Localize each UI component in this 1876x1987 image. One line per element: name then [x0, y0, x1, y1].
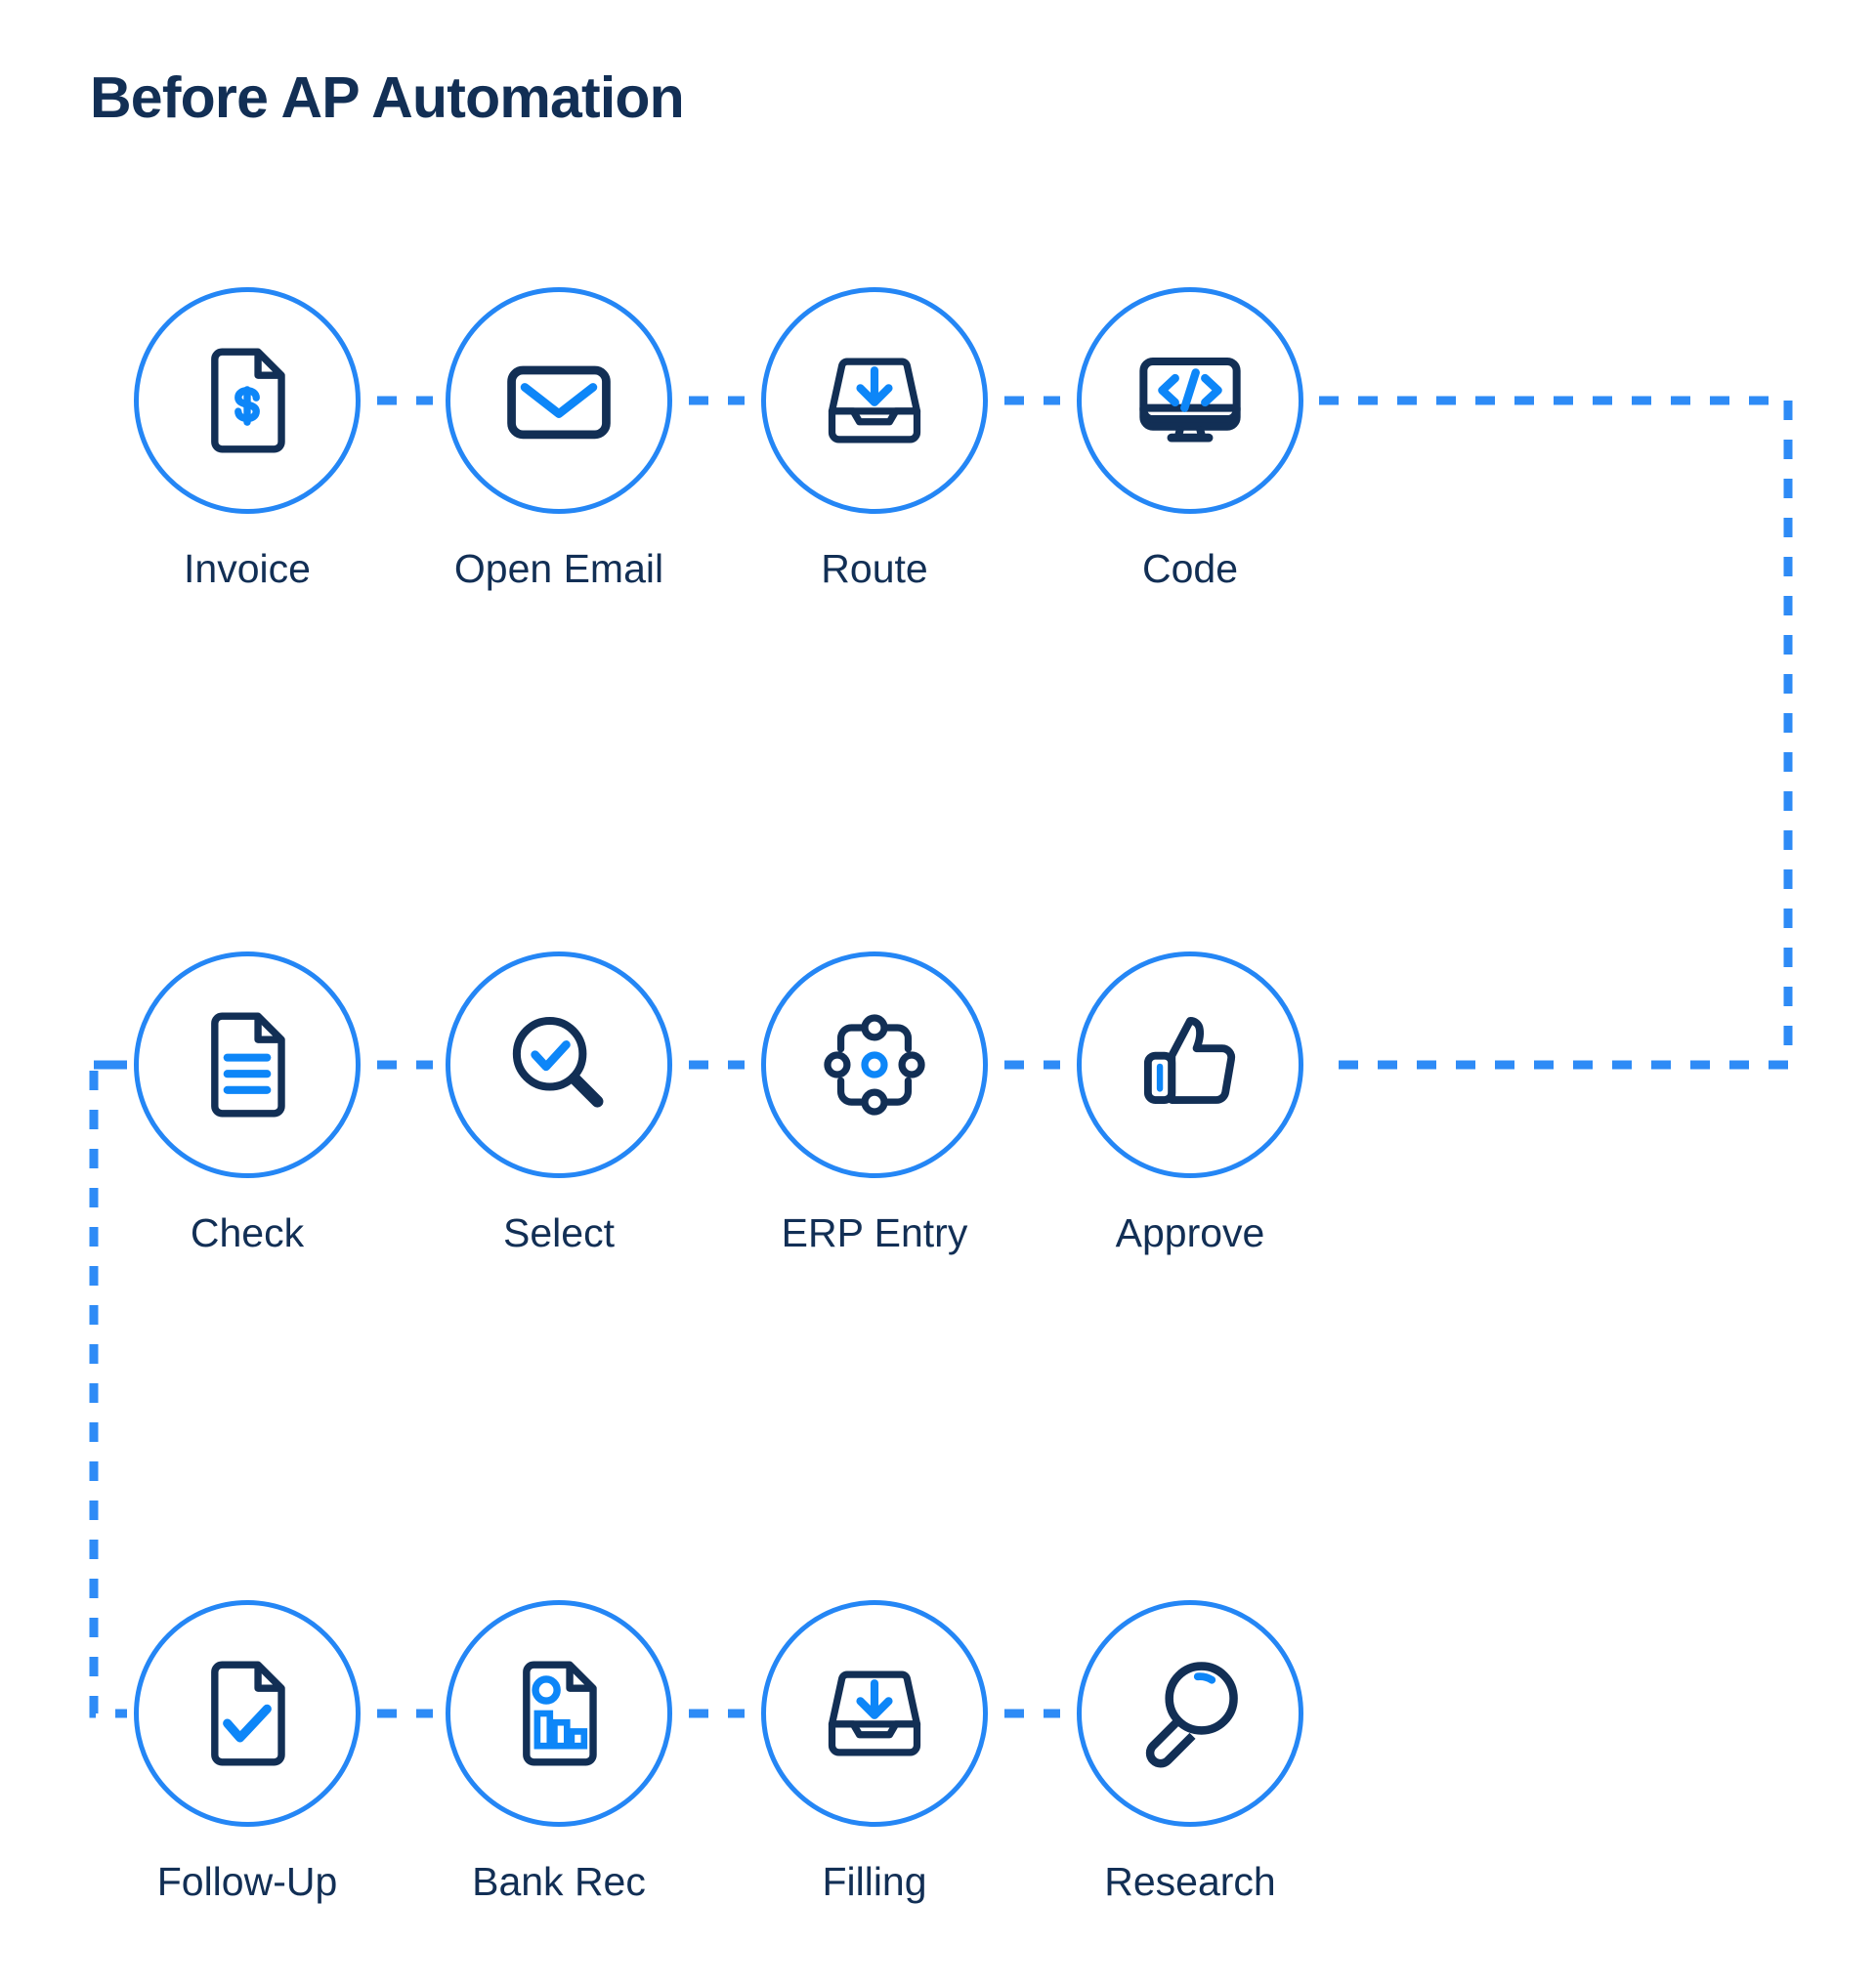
- inbox-tray-download-icon: [828, 358, 921, 444]
- connector-code-approve: [1319, 396, 1793, 1070]
- step-circle: [134, 1600, 361, 1827]
- step-circle: [761, 1600, 988, 1827]
- step-node-approve[interactable]: Approve: [1073, 951, 1307, 1253]
- inbox-tray-download-icon: [828, 1670, 921, 1756]
- step-circle: [446, 1600, 672, 1827]
- step-label: Open Email: [453, 546, 664, 591]
- step-circle: [134, 951, 361, 1178]
- page-title: Before AP Automation: [90, 65, 685, 130]
- thumbs-up-icon: [1143, 1017, 1236, 1104]
- step-node-select[interactable]: Select: [442, 951, 676, 1253]
- document-lines-icon: [211, 1012, 285, 1118]
- step-label: Code: [1141, 546, 1238, 591]
- step-node-open-email[interactable]: Open Email: [442, 287, 676, 589]
- envelope-icon: [507, 365, 611, 440]
- monitor-code-icon: [1139, 357, 1241, 443]
- step-circle: [761, 287, 988, 514]
- step-label: ERP Entry: [781, 1210, 968, 1255]
- document-chart-icon: [523, 1661, 597, 1766]
- step-circle: [1077, 1600, 1303, 1827]
- step-circle: [446, 951, 672, 1178]
- step-circle: [1077, 951, 1303, 1178]
- step-label: Approve: [1115, 1210, 1265, 1255]
- step-node-check[interactable]: Check: [130, 951, 364, 1253]
- step-label: Check: [190, 1210, 305, 1255]
- step-label: Bank Rec: [472, 1859, 646, 1904]
- step-label: Route: [821, 546, 928, 591]
- magnifier-icon: [1145, 1662, 1238, 1768]
- step-label: Filling: [822, 1859, 927, 1904]
- step-node-bank-rec[interactable]: Bank Rec: [442, 1600, 676, 1902]
- document-check-icon: [211, 1661, 285, 1766]
- step-node-filling[interactable]: Filling: [757, 1600, 992, 1902]
- node-network-icon: [824, 1014, 925, 1116]
- step-node-code[interactable]: Code: [1073, 287, 1307, 589]
- step-label: Follow-Up: [156, 1859, 338, 1904]
- step-circle: [1077, 287, 1303, 514]
- step-node-research[interactable]: Research: [1073, 1600, 1307, 1902]
- step-circle: [134, 287, 361, 514]
- step-node-follow-up[interactable]: Follow-Up: [130, 1600, 364, 1902]
- step-label: Invoice: [184, 546, 311, 591]
- step-label: Research: [1104, 1859, 1276, 1904]
- document-dollar-icon: [211, 348, 285, 453]
- connector-check-followup: [89, 1060, 127, 1718]
- step-node-route[interactable]: Route: [757, 287, 992, 589]
- step-circle: [446, 287, 672, 514]
- step-node-invoice[interactable]: Invoice: [130, 287, 364, 589]
- step-node-erp-entry[interactable]: ERP Entry: [757, 951, 992, 1253]
- step-circle: [761, 951, 988, 1178]
- magnifier-check-icon: [512, 1016, 604, 1108]
- step-label: Select: [503, 1210, 615, 1255]
